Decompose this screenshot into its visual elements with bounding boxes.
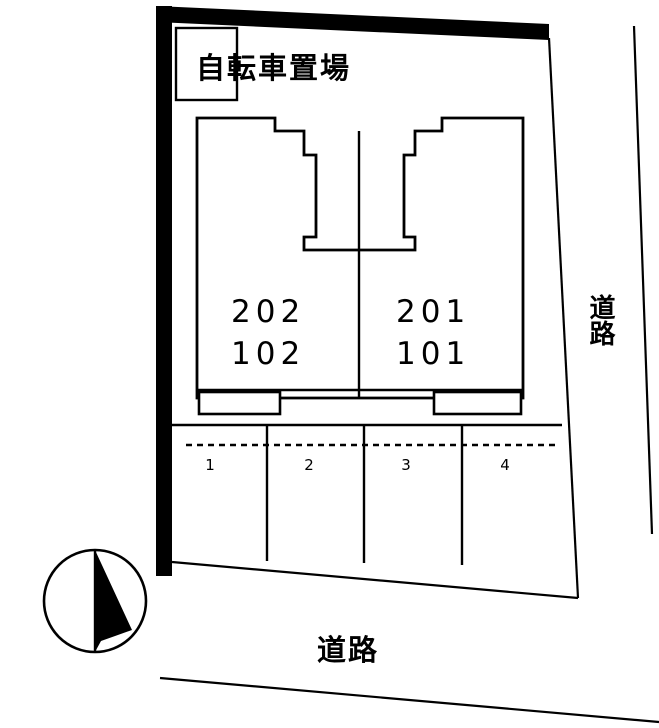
stall-label-1: 1 [205, 456, 215, 474]
road-bottom-edge [159, 676, 659, 724]
entry-box-right [432, 390, 523, 416]
bicycle-parking-label: 自転車置場 [196, 51, 351, 85]
unit-label-202: 202 [231, 294, 305, 330]
parking-lot [172, 423, 562, 565]
road-right-outer-edge [632, 25, 654, 535]
west-wall [156, 6, 172, 576]
north-wall [156, 6, 549, 40]
stall-label-2: 2 [304, 456, 314, 474]
site-edge-bottom [171, 560, 579, 600]
site-outline [171, 37, 580, 600]
unit-label-101: 101 [396, 336, 470, 372]
stall-label-4: 4 [500, 456, 510, 474]
stall-label-3: 3 [401, 456, 411, 474]
compass-needle-filled [95, 550, 132, 652]
unit-label-201: 201 [396, 294, 470, 330]
site-edge-right [547, 37, 580, 599]
building-footprint [195, 116, 525, 416]
road-right-label: 道路 [585, 293, 615, 346]
property-boundary-walls [156, 6, 549, 576]
unit-label-102: 102 [231, 336, 305, 372]
road-bottom-label: 道路 [317, 633, 379, 667]
north-arrow [42, 548, 148, 654]
entry-box-left [197, 390, 282, 416]
bicycle-parking-area [174, 26, 239, 102]
